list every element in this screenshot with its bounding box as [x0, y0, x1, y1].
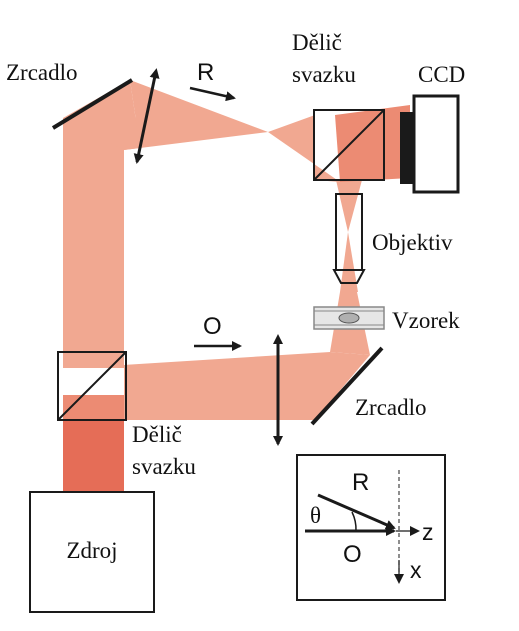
splitter-bottom-beam — [63, 395, 124, 420]
reference-beam-horizontal — [130, 80, 268, 148]
reference-beam-arrow-icon — [189, 86, 236, 102]
source-label: Zdroj — [66, 538, 117, 563]
mirror-top-label: Zrcadlo — [6, 60, 78, 85]
splitter-top-icon — [313, 109, 385, 181]
inset-reference-ray — [317, 493, 396, 530]
objective-beam-lower — [340, 232, 358, 292]
splitter-top-label-line2: svazku — [292, 62, 356, 87]
sample-icon — [313, 306, 385, 330]
inset-reference-label: R — [352, 469, 369, 496]
reference-beam-corner — [63, 80, 140, 150]
reference-beam-vertical — [63, 118, 140, 368]
mirror-bottom-label: Zrcadlo — [355, 395, 427, 420]
mirror-top-line — [51, 78, 134, 130]
ccd-camera-icon — [400, 94, 460, 194]
inset-angle-arc — [351, 511, 357, 532]
object-beam-label: O — [203, 313, 222, 340]
source-beam — [63, 420, 124, 492]
ccd-beam — [335, 105, 410, 182]
object-beam-horizontal — [124, 352, 370, 420]
splitter-bottom-icon — [57, 351, 127, 421]
reference-beam-diverging — [268, 115, 340, 182]
objective-label: Objektiv — [372, 230, 453, 255]
inset-x-label: x — [410, 557, 422, 583]
reference-beam-label: R — [197, 59, 214, 86]
angle-inset: R θ O z x — [296, 454, 446, 601]
inset-object-label: O — [343, 541, 362, 568]
splitter-bottom-label-line1: Dělič — [132, 422, 182, 447]
lens-top-icon — [133, 68, 160, 164]
ccd-label: CCD — [418, 62, 465, 87]
inset-z-label: z — [422, 519, 434, 545]
objective-icon — [332, 193, 366, 284]
mirror-bottom-line — [310, 346, 384, 426]
inset-angle-label: θ — [310, 503, 321, 528]
source-box — [29, 491, 155, 613]
splitter-top-label-line1: Dělič — [292, 30, 342, 55]
objective-beam-upper — [336, 180, 362, 232]
beam-paths — [63, 80, 410, 492]
sample-label: Vzorek — [392, 308, 460, 333]
splitter-bottom-label-line2: svazku — [132, 454, 196, 479]
